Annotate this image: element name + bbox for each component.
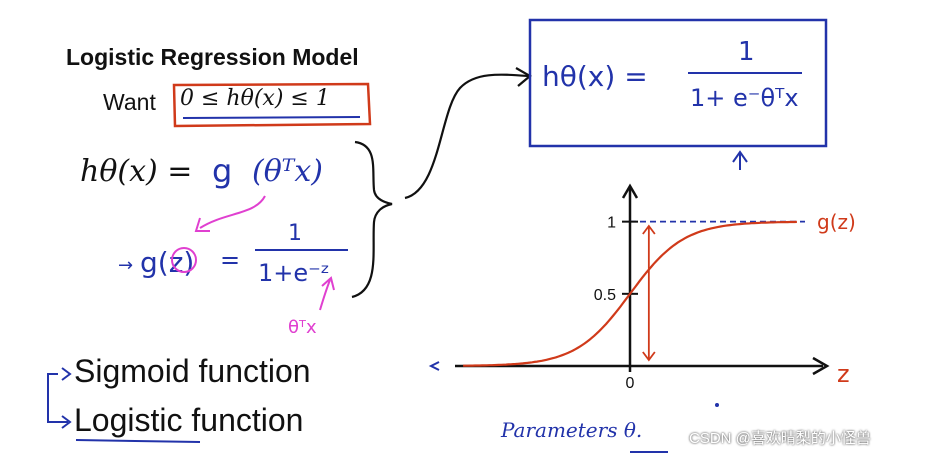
sigmoid-chart: 1 0.5 0 z g(z)	[428, 183, 856, 392]
y-tick-label: 0.5	[594, 287, 616, 304]
exponent-arrow-icon	[319, 279, 331, 311]
parameters-note: Parameters θ.	[501, 418, 643, 442]
up-arrow-icon	[732, 150, 748, 170]
sigmoid-def-g: g(z)	[140, 246, 194, 279]
sigmoid-curve	[463, 220, 797, 367]
logistic-underline	[75, 439, 201, 443]
pink-arrow-head-icon	[194, 217, 210, 232]
series-label: g(z)	[817, 210, 856, 234]
watermark: CSDN @喜欢晴梨的小怪兽	[689, 430, 871, 447]
marker-arrow-up-icon	[642, 224, 656, 235]
sigmoid-def-eq: =	[220, 246, 240, 274]
exponent-arrow-head-icon	[321, 276, 335, 291]
y-tick-label: 1	[607, 215, 616, 232]
marker-arrow-down-icon	[642, 351, 656, 362]
want-expression: 0 ≤ hθ(x) ≤ 1	[180, 86, 330, 111]
names-bracket-icon	[47, 367, 72, 429]
pointer-arrow-icon: →	[118, 255, 133, 276]
boxed-numerator: 1	[738, 37, 755, 67]
boxed-denominator: 1+ e⁻θᵀx	[690, 84, 799, 112]
sigmoid-def-num: 1	[288, 221, 302, 246]
hypothesis-formula-box	[528, 18, 828, 148]
hypothesis-argument: (θᵀx)	[252, 154, 323, 189]
hypothesis-g: g	[212, 152, 233, 190]
x-tick-label: 0	[626, 375, 635, 392]
link-arrow-head-icon	[515, 67, 532, 87]
slide-title: Logistic Regression Model	[66, 44, 359, 70]
curly-brace-icon	[351, 140, 393, 299]
left-arrow-icon	[428, 361, 440, 371]
y-axis-arrow-icon	[621, 183, 639, 199]
x-axis-label: z	[837, 360, 850, 388]
sigmoid-def-den: 1+e⁻ᶻ	[258, 259, 330, 287]
link-arrow-icon	[404, 73, 529, 200]
want-highlight-box	[172, 82, 372, 128]
boxed-lhs: hθ(x) =	[542, 60, 648, 93]
ink-dot	[715, 403, 719, 407]
logistic-function-label: Logistic function	[74, 402, 304, 438]
hypothesis-lhs: hθ(x) =	[80, 154, 193, 189]
x-axis-arrow-icon	[812, 356, 830, 376]
pink-arrow-icon	[199, 195, 266, 229]
want-label: Want	[103, 89, 156, 115]
sigmoid-function-label: Sigmoid function	[74, 353, 311, 389]
z-circle	[171, 247, 197, 273]
want-underline	[182, 116, 361, 119]
z-note: θᵀx	[288, 317, 317, 338]
